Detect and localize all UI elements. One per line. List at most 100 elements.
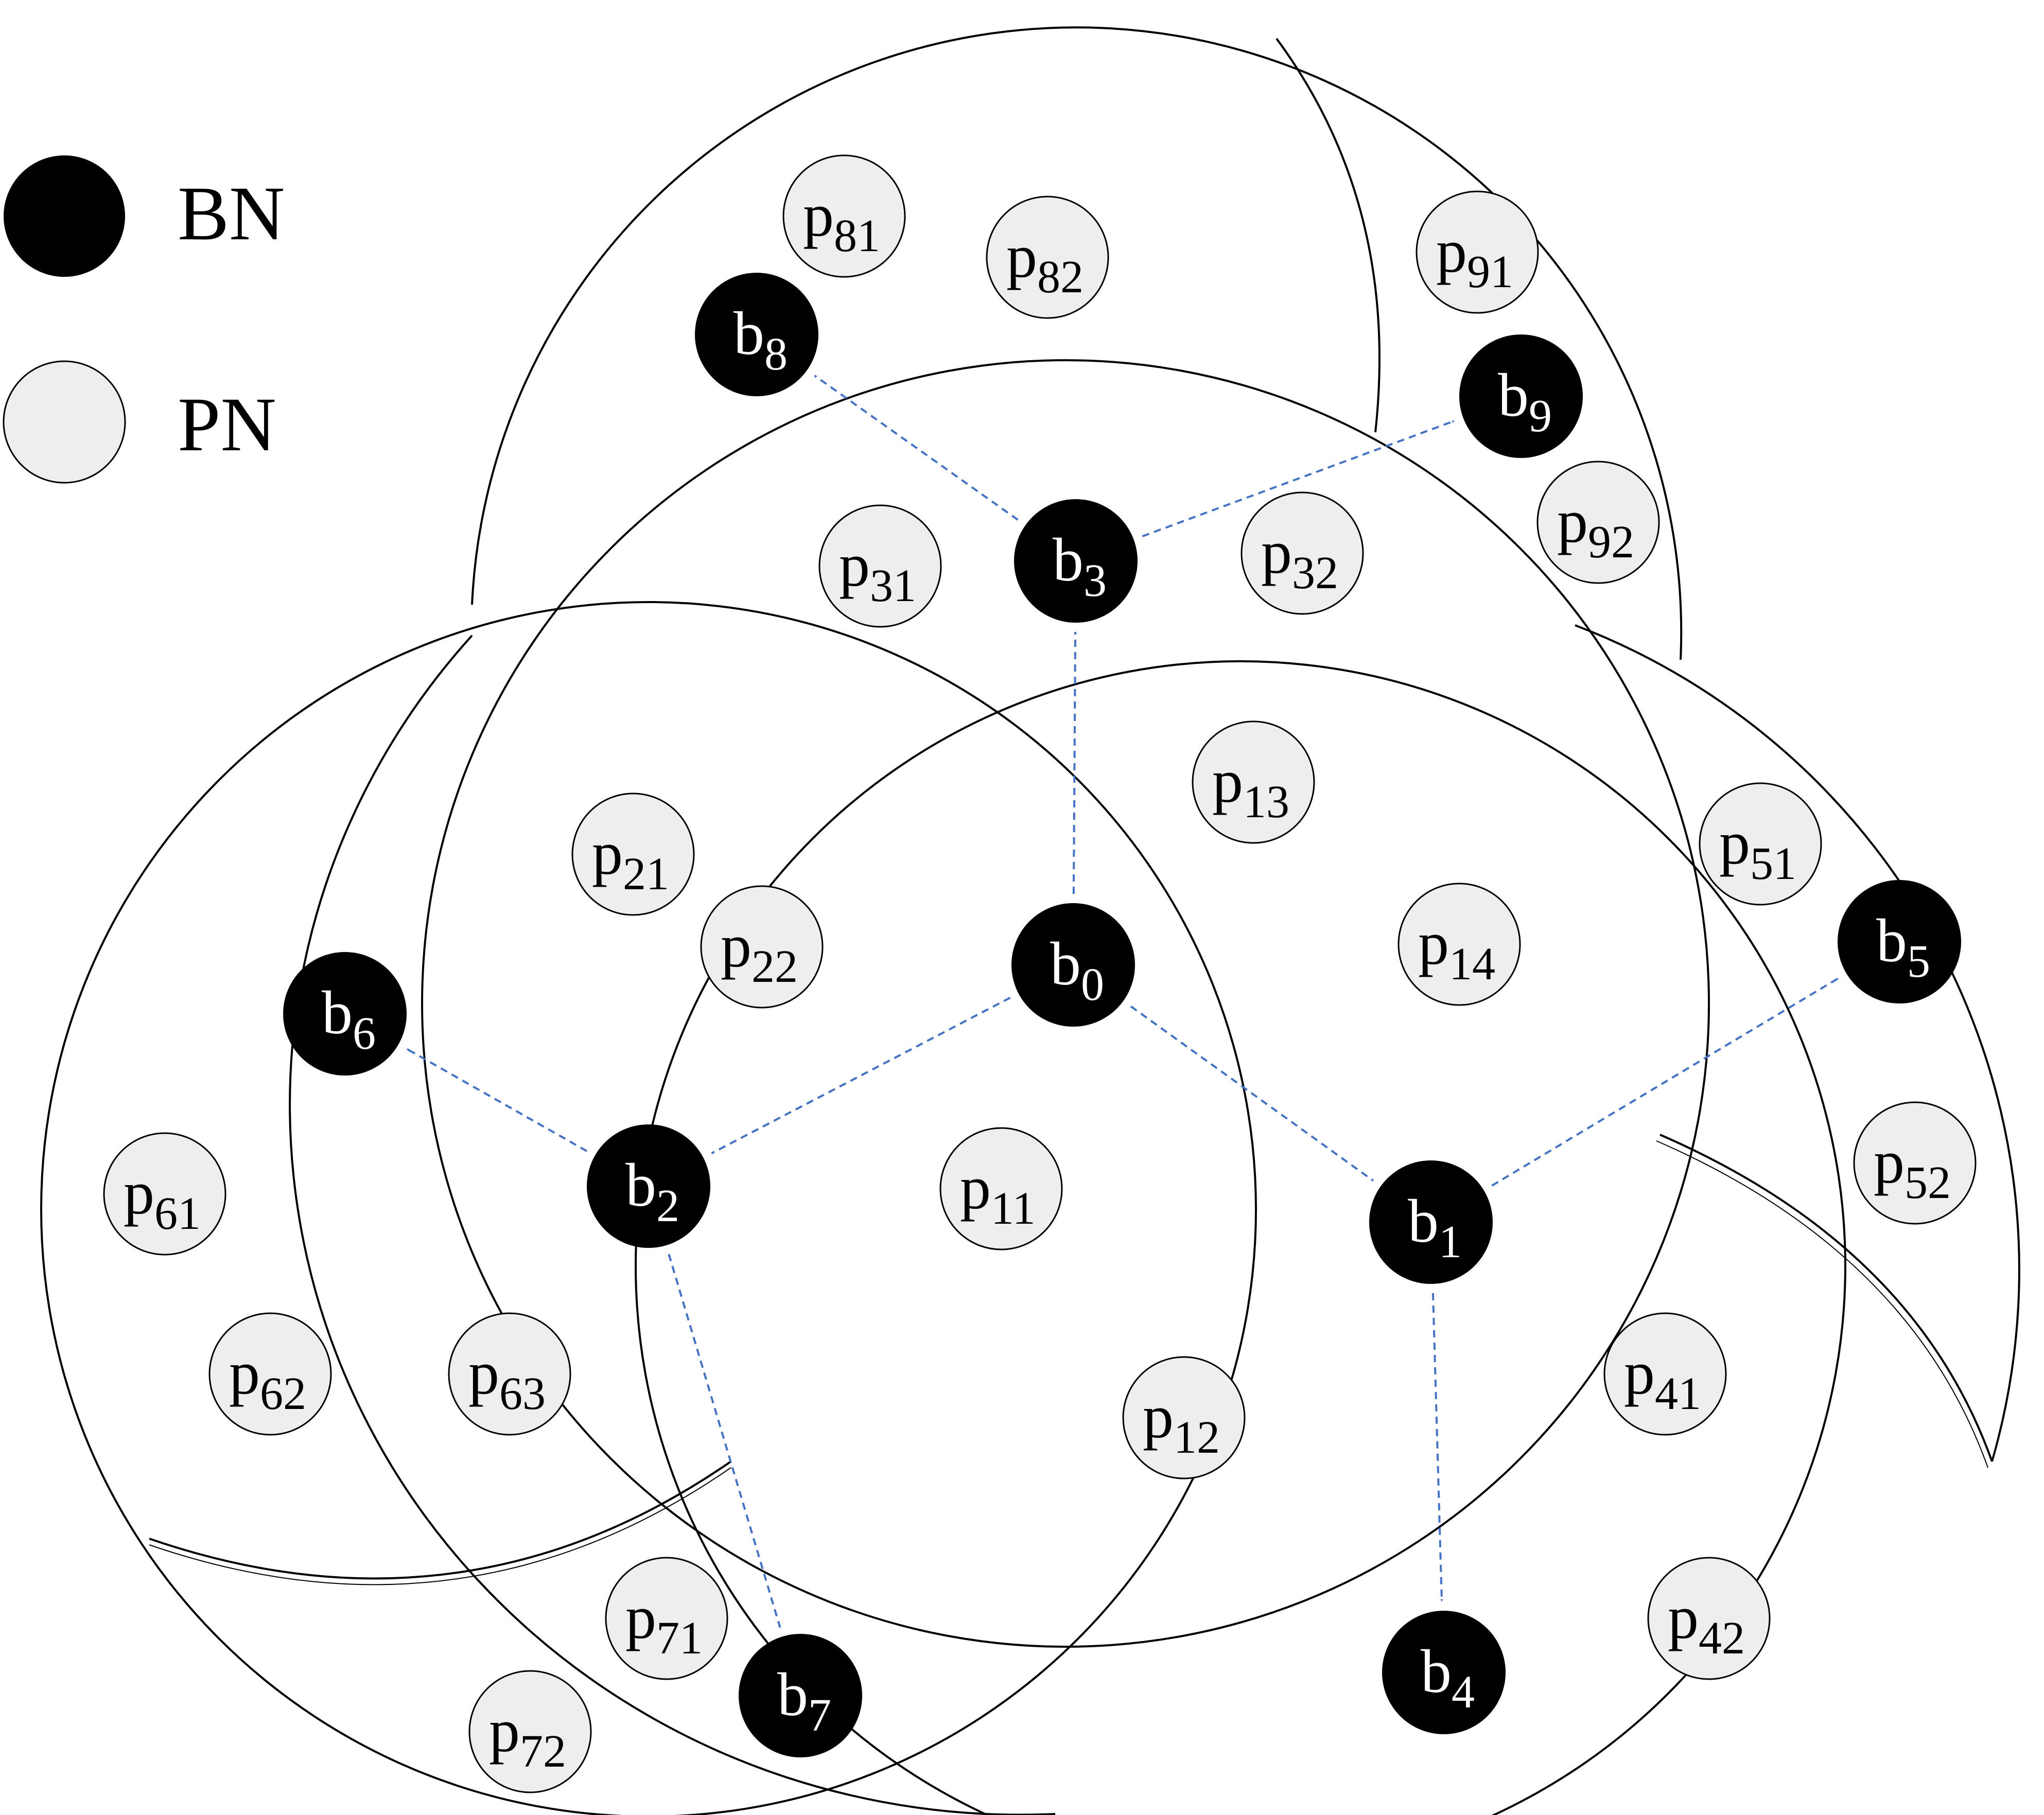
link-b2-b7 <box>668 1254 781 1628</box>
node-label-p31: p31 <box>839 531 916 611</box>
region-b1-circle <box>635 660 1846 1815</box>
node-p31: p31 <box>818 504 942 628</box>
pn-node-circle <box>782 154 906 278</box>
link-b3-b9 <box>1142 420 1455 537</box>
bn-node-circle <box>1011 903 1135 1027</box>
legend-bn-label: BN <box>178 171 285 256</box>
cluster-regions <box>40 26 2020 1815</box>
node-label-p62: p62 <box>229 1338 306 1419</box>
pn-node-circle <box>1416 190 1539 314</box>
node-label-b0: b0 <box>1050 929 1104 1010</box>
node-b9: b9 <box>1459 334 1583 458</box>
bn-node-circle <box>1369 1160 1493 1284</box>
node-p72: p72 <box>468 1670 592 1793</box>
node-label-p81: p81 <box>803 181 880 261</box>
link-b0-b3 <box>1072 631 1077 894</box>
region-divider-b6-b7-double <box>149 1467 731 1585</box>
pn-node-circle <box>1536 461 1660 584</box>
node-p61: p61 <box>103 1132 226 1256</box>
node-b2: b2 <box>587 1124 710 1248</box>
legend-pn-marker <box>3 360 126 484</box>
bn-node-circle <box>283 952 407 1076</box>
bn-node-circle <box>1014 499 1138 623</box>
link-b1-b5 <box>1491 977 1839 1187</box>
node-label-p82: p82 <box>1006 222 1084 303</box>
node-label-p42: p42 <box>1668 1583 1745 1664</box>
legend: BN PN <box>3 155 285 484</box>
pn-node-circle <box>468 1670 592 1793</box>
node-p62: p62 <box>208 1312 332 1436</box>
region-b8-b9-top <box>471 26 1683 660</box>
link-b2-b6 <box>406 1048 587 1152</box>
node-label-p52: p52 <box>1874 1127 1951 1208</box>
bn-node-circle <box>587 1124 710 1248</box>
bn-node-circle <box>739 1634 862 1757</box>
node-label-p13: p13 <box>1212 747 1289 827</box>
node-label-p41: p41 <box>1624 1338 1701 1419</box>
pn-node-circle <box>1192 720 1315 844</box>
node-p12: p12 <box>1122 1356 1246 1479</box>
node-label-p91: p91 <box>1436 217 1513 297</box>
node-label-b1: b1 <box>1408 1187 1462 1267</box>
node-label-p51: p51 <box>1719 808 1796 889</box>
pn-node-circle <box>1397 883 1521 1006</box>
pn-node-circle <box>1241 491 1364 615</box>
node-label-b3: b3 <box>1053 525 1107 606</box>
node-b4: b4 <box>1382 1611 1506 1734</box>
pn-node-circle <box>605 1557 728 1680</box>
node-p32: p32 <box>1241 491 1364 615</box>
node-label-b4: b4 <box>1421 1637 1475 1718</box>
node-label-p92: p92 <box>1557 487 1634 568</box>
link-b3-b8 <box>814 375 1019 521</box>
node-b3: b3 <box>1014 499 1138 623</box>
node-label-p14: p14 <box>1418 909 1495 990</box>
node-p82: p82 <box>986 196 1109 319</box>
node-p71: p71 <box>605 1557 728 1680</box>
node-p91: p91 <box>1416 190 1539 314</box>
node-label-b8: b8 <box>733 299 788 380</box>
node-label-p21: p21 <box>592 819 669 900</box>
link-b0-b2 <box>711 997 1011 1154</box>
pn-node-circle <box>571 792 695 916</box>
node-p52: p52 <box>1853 1101 1977 1225</box>
legend-bn-marker <box>4 155 125 277</box>
node-b0: b0 <box>1011 903 1135 1027</box>
node-label-b9: b9 <box>1498 361 1552 442</box>
pn-node-circle <box>448 1312 571 1436</box>
region-divider-b6-b7 <box>149 1460 732 1580</box>
node-label-p11: p11 <box>960 1153 1036 1234</box>
pn-node-circle <box>1122 1356 1246 1479</box>
node-label-p22: p22 <box>721 911 798 992</box>
node-p22: p22 <box>700 885 824 1009</box>
node-p21: p21 <box>571 792 695 916</box>
pn-node-circle <box>1853 1101 1977 1225</box>
node-p81: p81 <box>782 154 906 278</box>
legend-pn-label: PN <box>178 382 276 467</box>
node-label-p12: p12 <box>1143 1382 1220 1463</box>
pn-node-circle <box>1699 782 1822 906</box>
node-label-p63: p63 <box>468 1338 546 1419</box>
pn-node-circle <box>939 1127 1063 1250</box>
node-p14: p14 <box>1397 883 1521 1006</box>
bn-node-circle <box>1838 880 1961 1003</box>
region-divider-b8-b9 <box>1276 38 1381 433</box>
node-p41: p41 <box>1603 1312 1727 1436</box>
node-p63: p63 <box>448 1312 571 1436</box>
region-b2-circle <box>40 601 1257 1815</box>
link-b0-b1 <box>1130 1005 1374 1182</box>
node-b5: b5 <box>1838 880 1961 1003</box>
node-b6: b6 <box>283 952 407 1076</box>
node-label-b2: b2 <box>625 1151 679 1231</box>
node-b7: b7 <box>739 1634 862 1757</box>
pn-node-circle <box>1603 1312 1727 1436</box>
node-label-p71: p71 <box>625 1583 703 1664</box>
node-p13: p13 <box>1192 720 1315 844</box>
node-p51: p51 <box>1699 782 1822 906</box>
pn-node-circle <box>208 1312 332 1436</box>
pn-node-circle <box>700 885 824 1009</box>
pn-node-circle <box>1647 1557 1771 1680</box>
node-b8: b8 <box>695 273 818 396</box>
node-label-b6: b6 <box>322 978 376 1059</box>
pn-node-circle <box>818 504 942 628</box>
